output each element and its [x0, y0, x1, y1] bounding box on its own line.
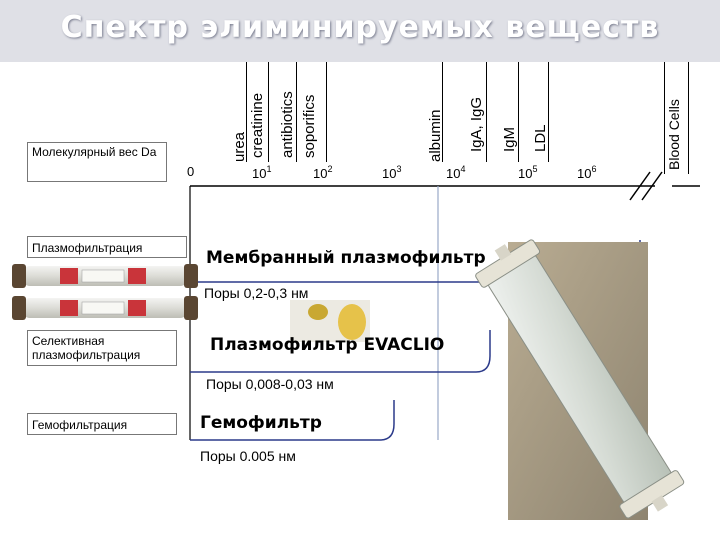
separator: [326, 62, 327, 162]
axis-break-mark: [629, 171, 651, 201]
separator: [268, 62, 269, 162]
hemofilter-photo: [475, 239, 685, 520]
molecular-weight-label: Молекулярный вес Da: [27, 142, 167, 182]
separator: [548, 62, 549, 162]
hemofilter-label: Гемофильтр: [200, 413, 322, 433]
separator: [246, 62, 247, 162]
method-label-hemofiltration: Гемофильтрация: [27, 413, 177, 435]
separator: [296, 62, 297, 162]
scale-tick-10-3: 103: [382, 164, 402, 181]
separator: [442, 62, 443, 162]
evaclio-cutoff-curve: [190, 330, 491, 373]
scale-tick-10-5: 105: [518, 164, 538, 181]
hemofilter-pores: Поры 0.005 нм: [200, 448, 296, 464]
page-title: Спектр элиминируемых веществ: [60, 10, 660, 45]
method-label-selective-plasmafiltration: Селективная плазмофильтрация: [27, 330, 177, 366]
evaclio-label: Плазмофильтр EVACLIO: [210, 335, 445, 355]
scale-tick-0: 0: [187, 164, 195, 179]
separator: [664, 62, 665, 174]
separator: [518, 62, 519, 162]
evaclio-pores: Поры 0,008-0,03 нм: [206, 376, 334, 392]
separator: [486, 62, 487, 162]
plasmafilter-label: Мембранный плазмофильтр: [206, 248, 486, 268]
separator: [688, 62, 689, 174]
scale-tick-10-1: 101: [252, 164, 272, 181]
hemofilter-cutoff-curve: [190, 400, 395, 441]
method-label-plasmafiltration: Плазмофильтрация: [27, 236, 187, 258]
evaclio-device-photo: [290, 300, 370, 342]
title-bar: [0, 0, 720, 62]
scale-tick-10-6: 106: [577, 164, 597, 181]
plasmafilter-pores: Поры 0,2-0,3 нм: [204, 285, 309, 301]
plasmafilter-cartridge-photo: [12, 296, 198, 320]
plasmafilter-cartridge-photo: [12, 264, 198, 288]
axis-break-mark: [641, 171, 663, 201]
scale-tick-10-2: 102: [313, 164, 333, 181]
scale-tick-10-4: 104: [446, 164, 466, 181]
